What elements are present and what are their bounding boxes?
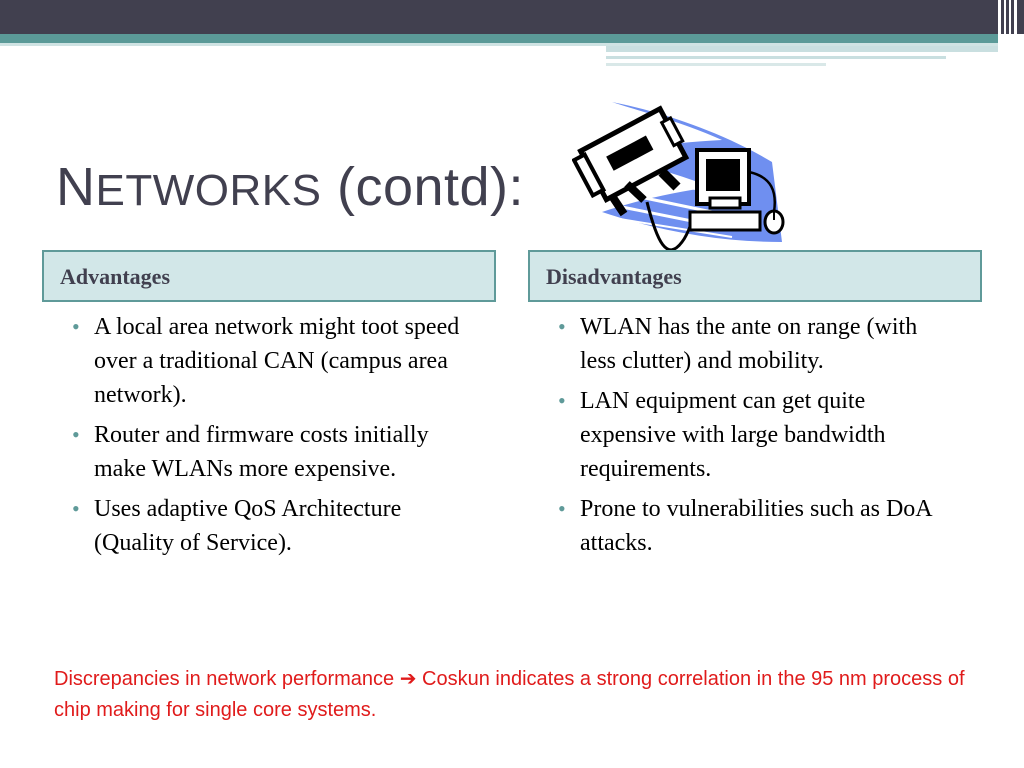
arrow-right-icon: ➔ xyxy=(399,668,417,690)
top-decor-bar xyxy=(0,0,1024,34)
list-item: Router and firmware costs initially make… xyxy=(68,418,468,486)
list-item: WLAN has the ante on range (with less cl… xyxy=(554,310,954,378)
thin-decor-line xyxy=(0,43,1000,46)
advantages-header: Advantages xyxy=(42,250,496,302)
disadvantages-list: WLAN has the ante on range (with less cl… xyxy=(554,310,954,566)
network-computer-clipart-icon xyxy=(572,102,785,252)
title-suffix: (contd): xyxy=(321,157,525,217)
disadvantages-header: Disadvantages xyxy=(528,250,982,302)
accent-line-b xyxy=(606,56,946,59)
slide-title: NETWORKS (contd): xyxy=(56,156,524,218)
list-item: Uses adaptive QoS Architecture (Quality … xyxy=(68,492,468,560)
accent-line-a xyxy=(606,46,1000,52)
vertical-decor-bars xyxy=(994,0,1024,70)
advantages-list: A local area network might toot speed ov… xyxy=(68,310,468,566)
title-first-letter: N xyxy=(56,157,96,217)
list-item: A local area network might toot speed ov… xyxy=(68,310,468,412)
accent-line-c xyxy=(606,63,826,66)
teal-decor-strip xyxy=(0,34,1000,43)
title-rest: ETWORKS xyxy=(95,166,322,215)
list-item: Prone to vulnerabilities such as DoA att… xyxy=(554,492,954,560)
bottom-note: Discrepancies in network performance ➔ C… xyxy=(54,664,974,726)
list-item: LAN equipment can get quite expensive wi… xyxy=(554,384,954,486)
note-part-1: Discrepancies in network performance xyxy=(54,668,400,690)
note-part-2: Coskun indicates a strong correlation in… xyxy=(54,668,965,721)
